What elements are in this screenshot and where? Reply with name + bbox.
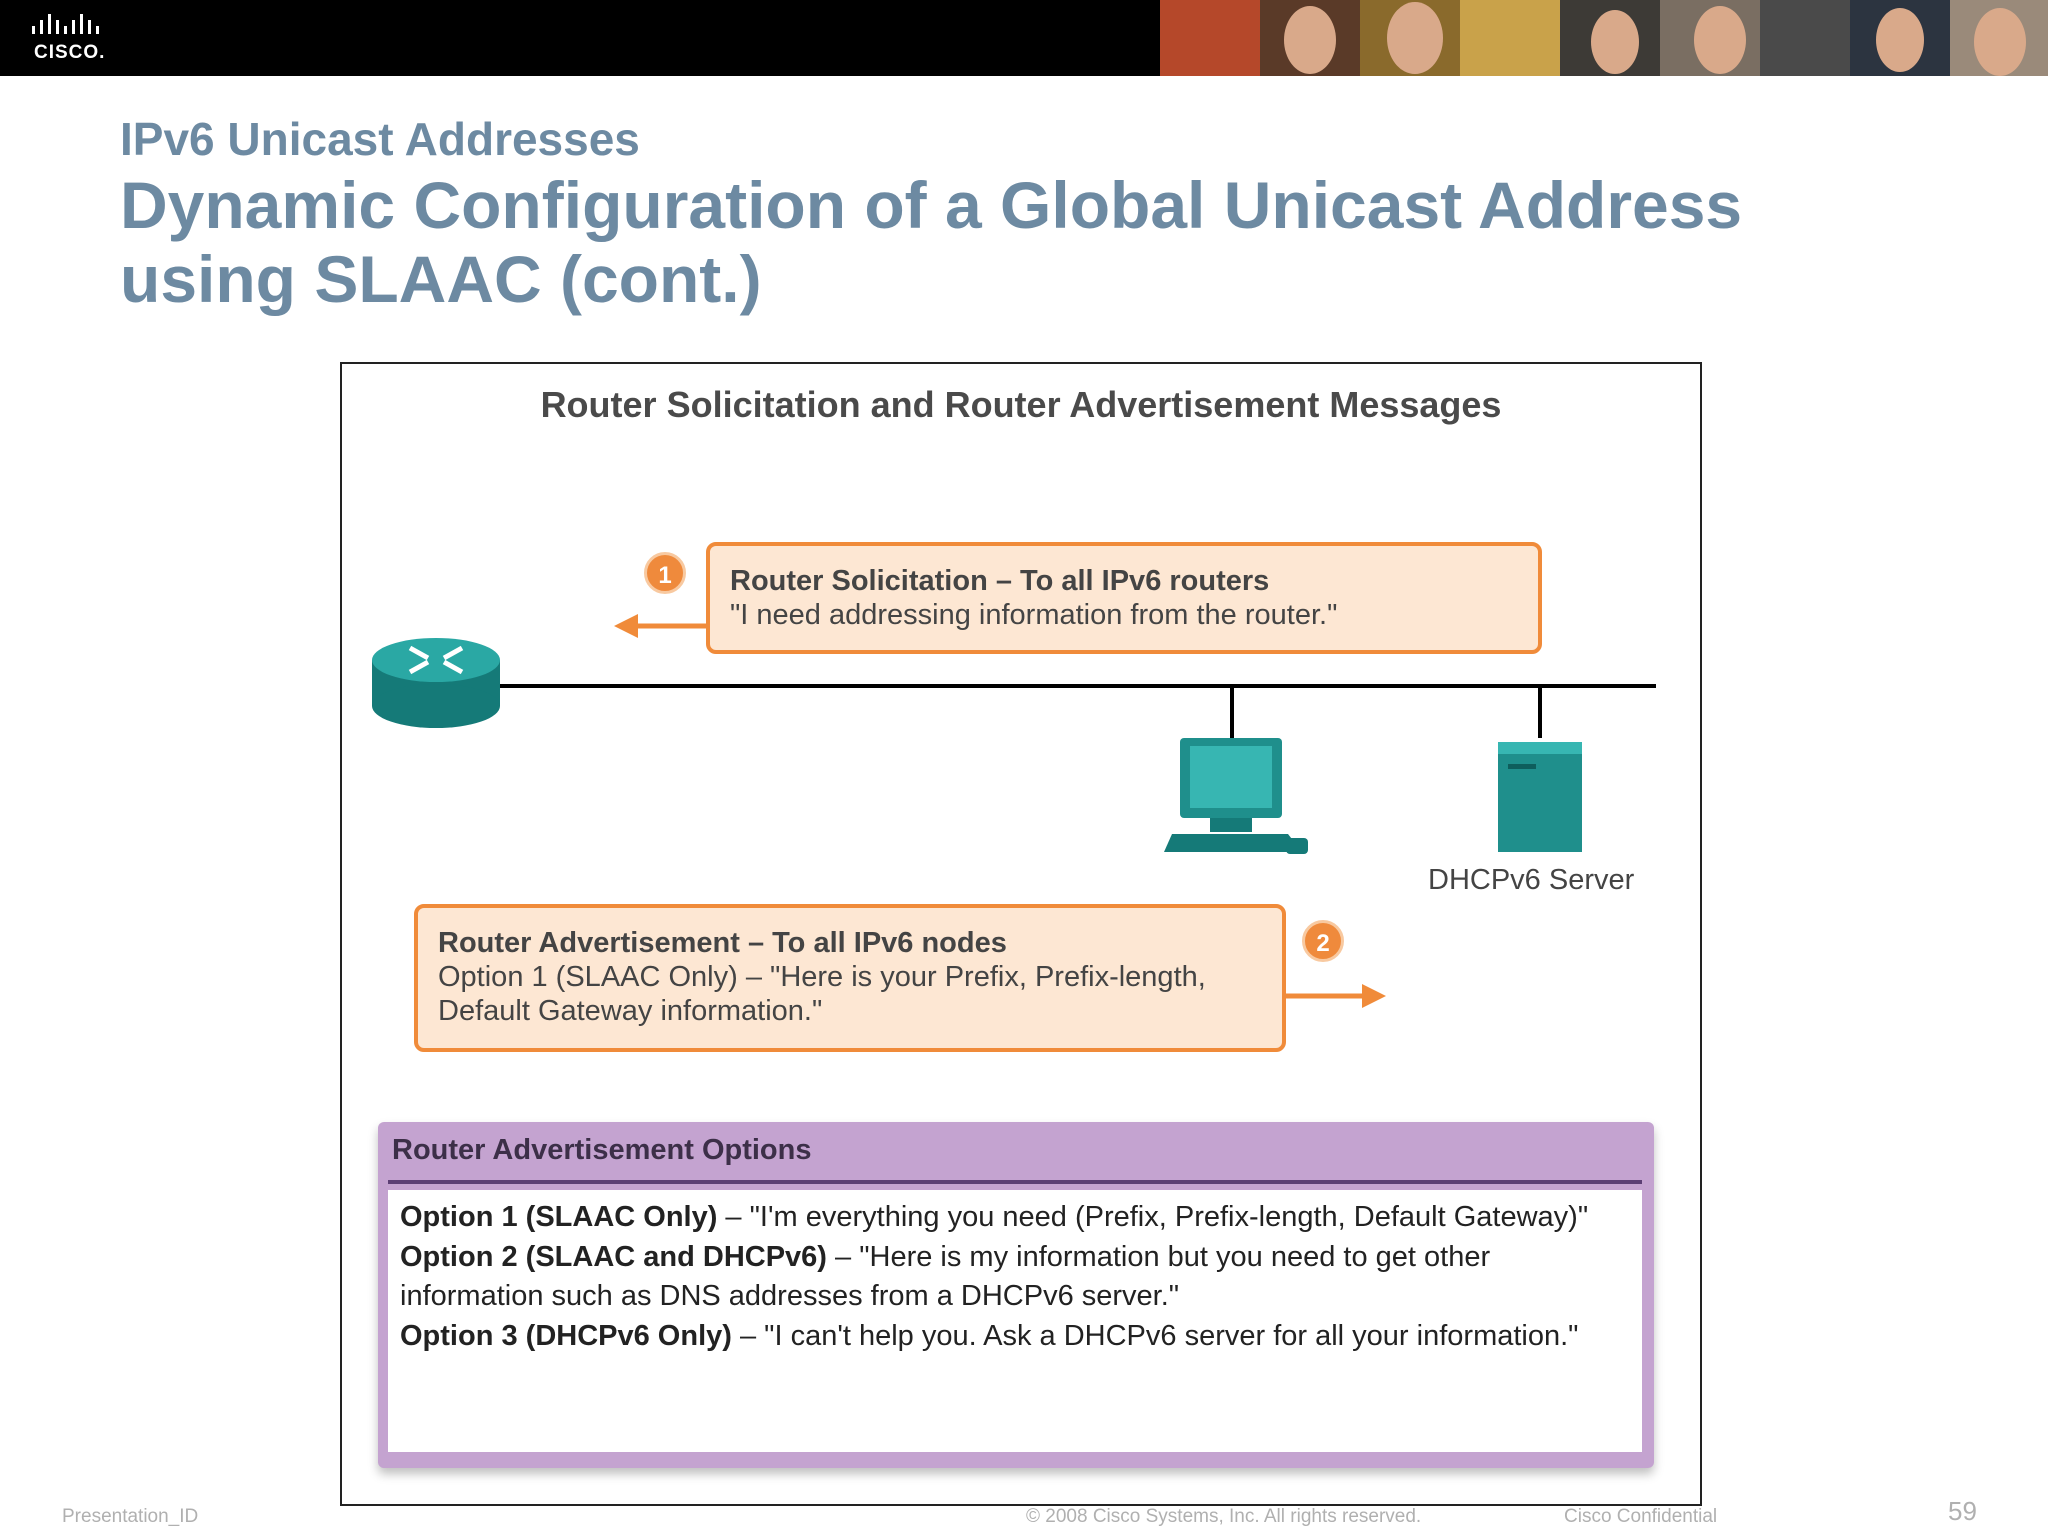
option-item-2: Option 2 (SLAAC and DHCPv6) – "Here is m… [400, 1238, 1630, 1317]
option-2-text: – "Here is my information but you need t… [400, 1240, 1491, 1313]
ra-options-title: Router Advertisement Options [392, 1134, 812, 1166]
cisco-logo: CISCO. [28, 14, 118, 64]
page-title: Dynamic Configuration of a Global Unicas… [120, 168, 1743, 316]
footer-presentation-id: Presentation_ID [62, 1506, 199, 1527]
cisco-wordmark: CISCO. [34, 42, 106, 63]
router-solicitation-text: "I need addressing information from the … [730, 599, 1338, 631]
people-photo-strip [1160, 0, 2048, 76]
option-item-1: Option 1 (SLAAC Only) – "I'm everything … [400, 1198, 1630, 1238]
ra-options-body: Option 1 (SLAAC Only) – "I'm everything … [388, 1190, 1642, 1452]
step-1-badge: 1 [644, 552, 686, 594]
router-advertisement-heading: Router Advertisement – To all IPv6 nodes [438, 927, 1007, 959]
ra-options-panel: Router Advertisement Options Option 1 (S… [378, 1122, 1654, 1468]
top-banner: CISCO. [0, 0, 2048, 76]
page-number: 59 [1948, 1496, 1977, 1526]
footer-confidential: Cisco Confidential [1564, 1506, 1718, 1527]
dhcpv6-server-label: DHCPv6 Server [1428, 864, 1635, 896]
router-advertisement-text: Option 1 (SLAAC Only) – "Here is your Pr… [438, 961, 1206, 1027]
section-title: IPv6 Unicast Addresses [120, 113, 640, 165]
arrow-right-icon [1286, 984, 1386, 1008]
option-2-head: Option 2 (SLAAC and DHCPv6) [400, 1240, 827, 1273]
option-1-head: Option 1 (SLAAC Only) [400, 1201, 718, 1233]
cisco-bars-icon [32, 14, 99, 34]
footer-copyright: © 2008 Cisco Systems, Inc. All rights re… [1026, 1506, 1422, 1527]
network-diagram: Router Solicitation and Router Advertise… [340, 362, 1702, 1506]
pc-icon [1164, 738, 1308, 854]
network-lines [372, 614, 1656, 1008]
ra-options-divider [388, 1180, 1642, 1184]
router-icon [372, 638, 500, 728]
option-item-3: Option 3 (DHCPv6 Only) – "I can't help y… [400, 1317, 1630, 1357]
router-advertisement-box: Router Advertisement – To all IPv6 nodes… [414, 904, 1286, 1052]
router-solicitation-heading: Router Solicitation – To all IPv6 router… [730, 565, 1270, 597]
option-3-head: Option 3 (DHCPv6 Only) [400, 1319, 732, 1352]
option-1-text: – "I'm everything you need (Prefix, Pref… [717, 1201, 1589, 1233]
server-icon [1498, 742, 1582, 852]
router-solicitation-box: Router Solicitation – To all IPv6 router… [706, 542, 1542, 654]
step-2-badge: 2 [1302, 920, 1344, 962]
option-3-text: – "I can't help you. Ask a DHCPv6 server… [731, 1319, 1579, 1352]
diagram-title: Router Solicitation and Router Advertise… [540, 384, 1502, 425]
arrow-left-icon [614, 614, 706, 638]
